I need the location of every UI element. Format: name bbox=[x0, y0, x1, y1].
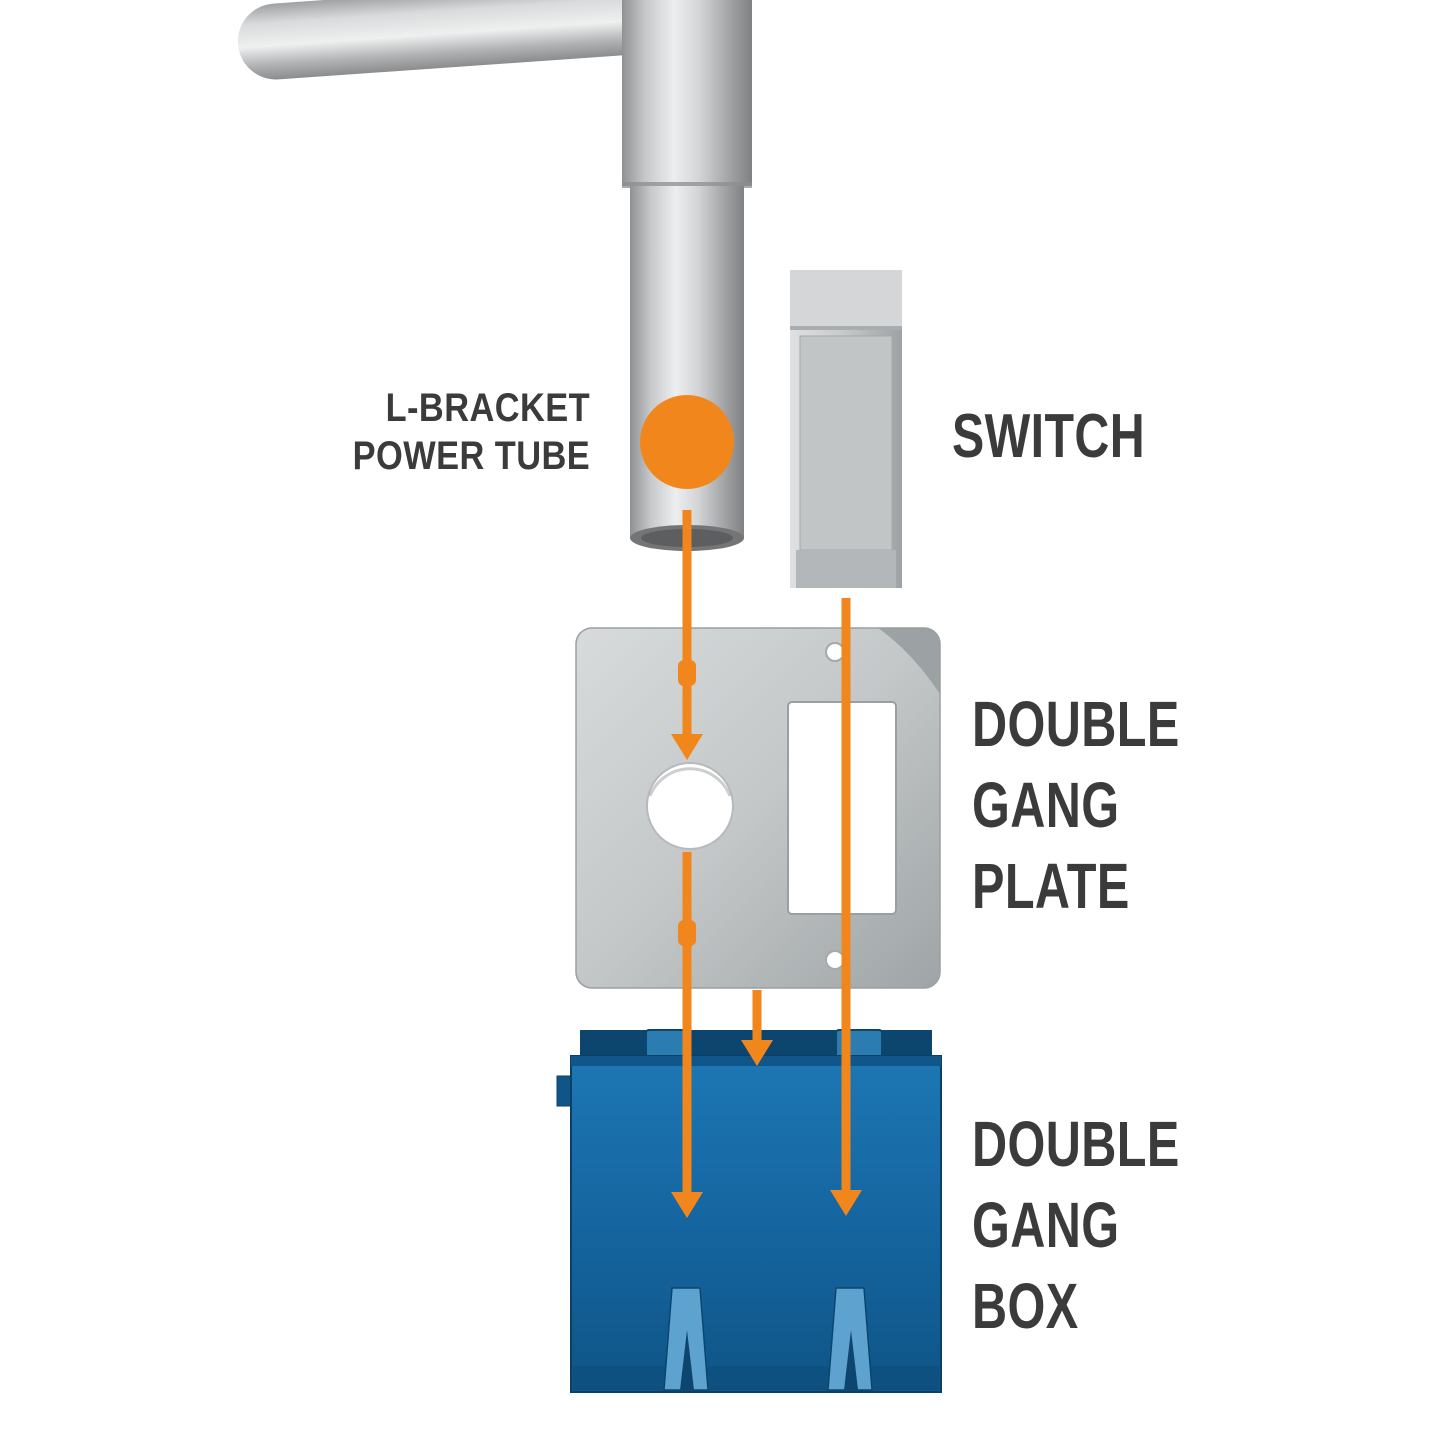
label-power-tube: L-BRACKET POWER TUBE bbox=[353, 384, 590, 480]
power-tube-upper-section bbox=[622, 0, 752, 186]
label-double-gang-box: DOUBLE GANG BOX bbox=[972, 1104, 1180, 1347]
power-tube-connector-dot bbox=[640, 395, 734, 489]
power-tube-joint-seam bbox=[622, 182, 752, 188]
plate-corner-shade bbox=[878, 628, 940, 694]
box-screw-boss-right-notch bbox=[844, 1330, 858, 1390]
power-tube-horizontal-arm bbox=[237, 0, 717, 80]
label-double-gang-plate: DOUBLE GANG PLATE bbox=[972, 684, 1180, 927]
label-plate-line2: GANG bbox=[972, 769, 1120, 841]
label-power-tube-line1: L-BRACKET bbox=[385, 386, 590, 430]
switch-bottom-section bbox=[796, 550, 896, 588]
double-gang-plate-component bbox=[575, 627, 941, 989]
label-power-tube-line2: POWER TUBE bbox=[352, 434, 590, 478]
label-box-line1: DOUBLE bbox=[972, 1108, 1180, 1180]
plate-screw-hole-top bbox=[825, 642, 845, 662]
box-front-face bbox=[570, 1055, 942, 1393]
label-plate-line1: DOUBLE bbox=[972, 688, 1180, 760]
plate-round-hole bbox=[646, 762, 734, 850]
double-gang-box-component bbox=[556, 1029, 942, 1393]
arrow-plate-to-box-head bbox=[671, 1192, 703, 1218]
l-bracket-power-tube bbox=[237, 0, 752, 551]
plate-screw-hole-bottom bbox=[825, 950, 845, 970]
box-bottom-shade bbox=[573, 1366, 939, 1390]
label-box-line2: GANG bbox=[972, 1189, 1120, 1261]
label-switch: SWITCH bbox=[952, 406, 1145, 468]
box-screw-boss-left-notch bbox=[680, 1330, 694, 1390]
label-box-line3: BOX bbox=[972, 1270, 1079, 1342]
arrow-tube-to-plate-head bbox=[671, 734, 703, 760]
alignment-arrows bbox=[671, 510, 862, 1218]
switch-rocker-face bbox=[799, 335, 893, 551]
plate-round-hole-shadow bbox=[648, 767, 732, 797]
switch-top-seam bbox=[790, 326, 902, 330]
label-plate-line3: PLATE bbox=[972, 850, 1130, 922]
switch-component bbox=[790, 270, 902, 588]
label-switch-text: SWITCH bbox=[952, 402, 1146, 471]
switch-top-cap bbox=[790, 270, 902, 328]
arrow-switch-to-box-head bbox=[830, 1190, 862, 1216]
arrow-plate-to-box-center-head bbox=[741, 1040, 773, 1066]
